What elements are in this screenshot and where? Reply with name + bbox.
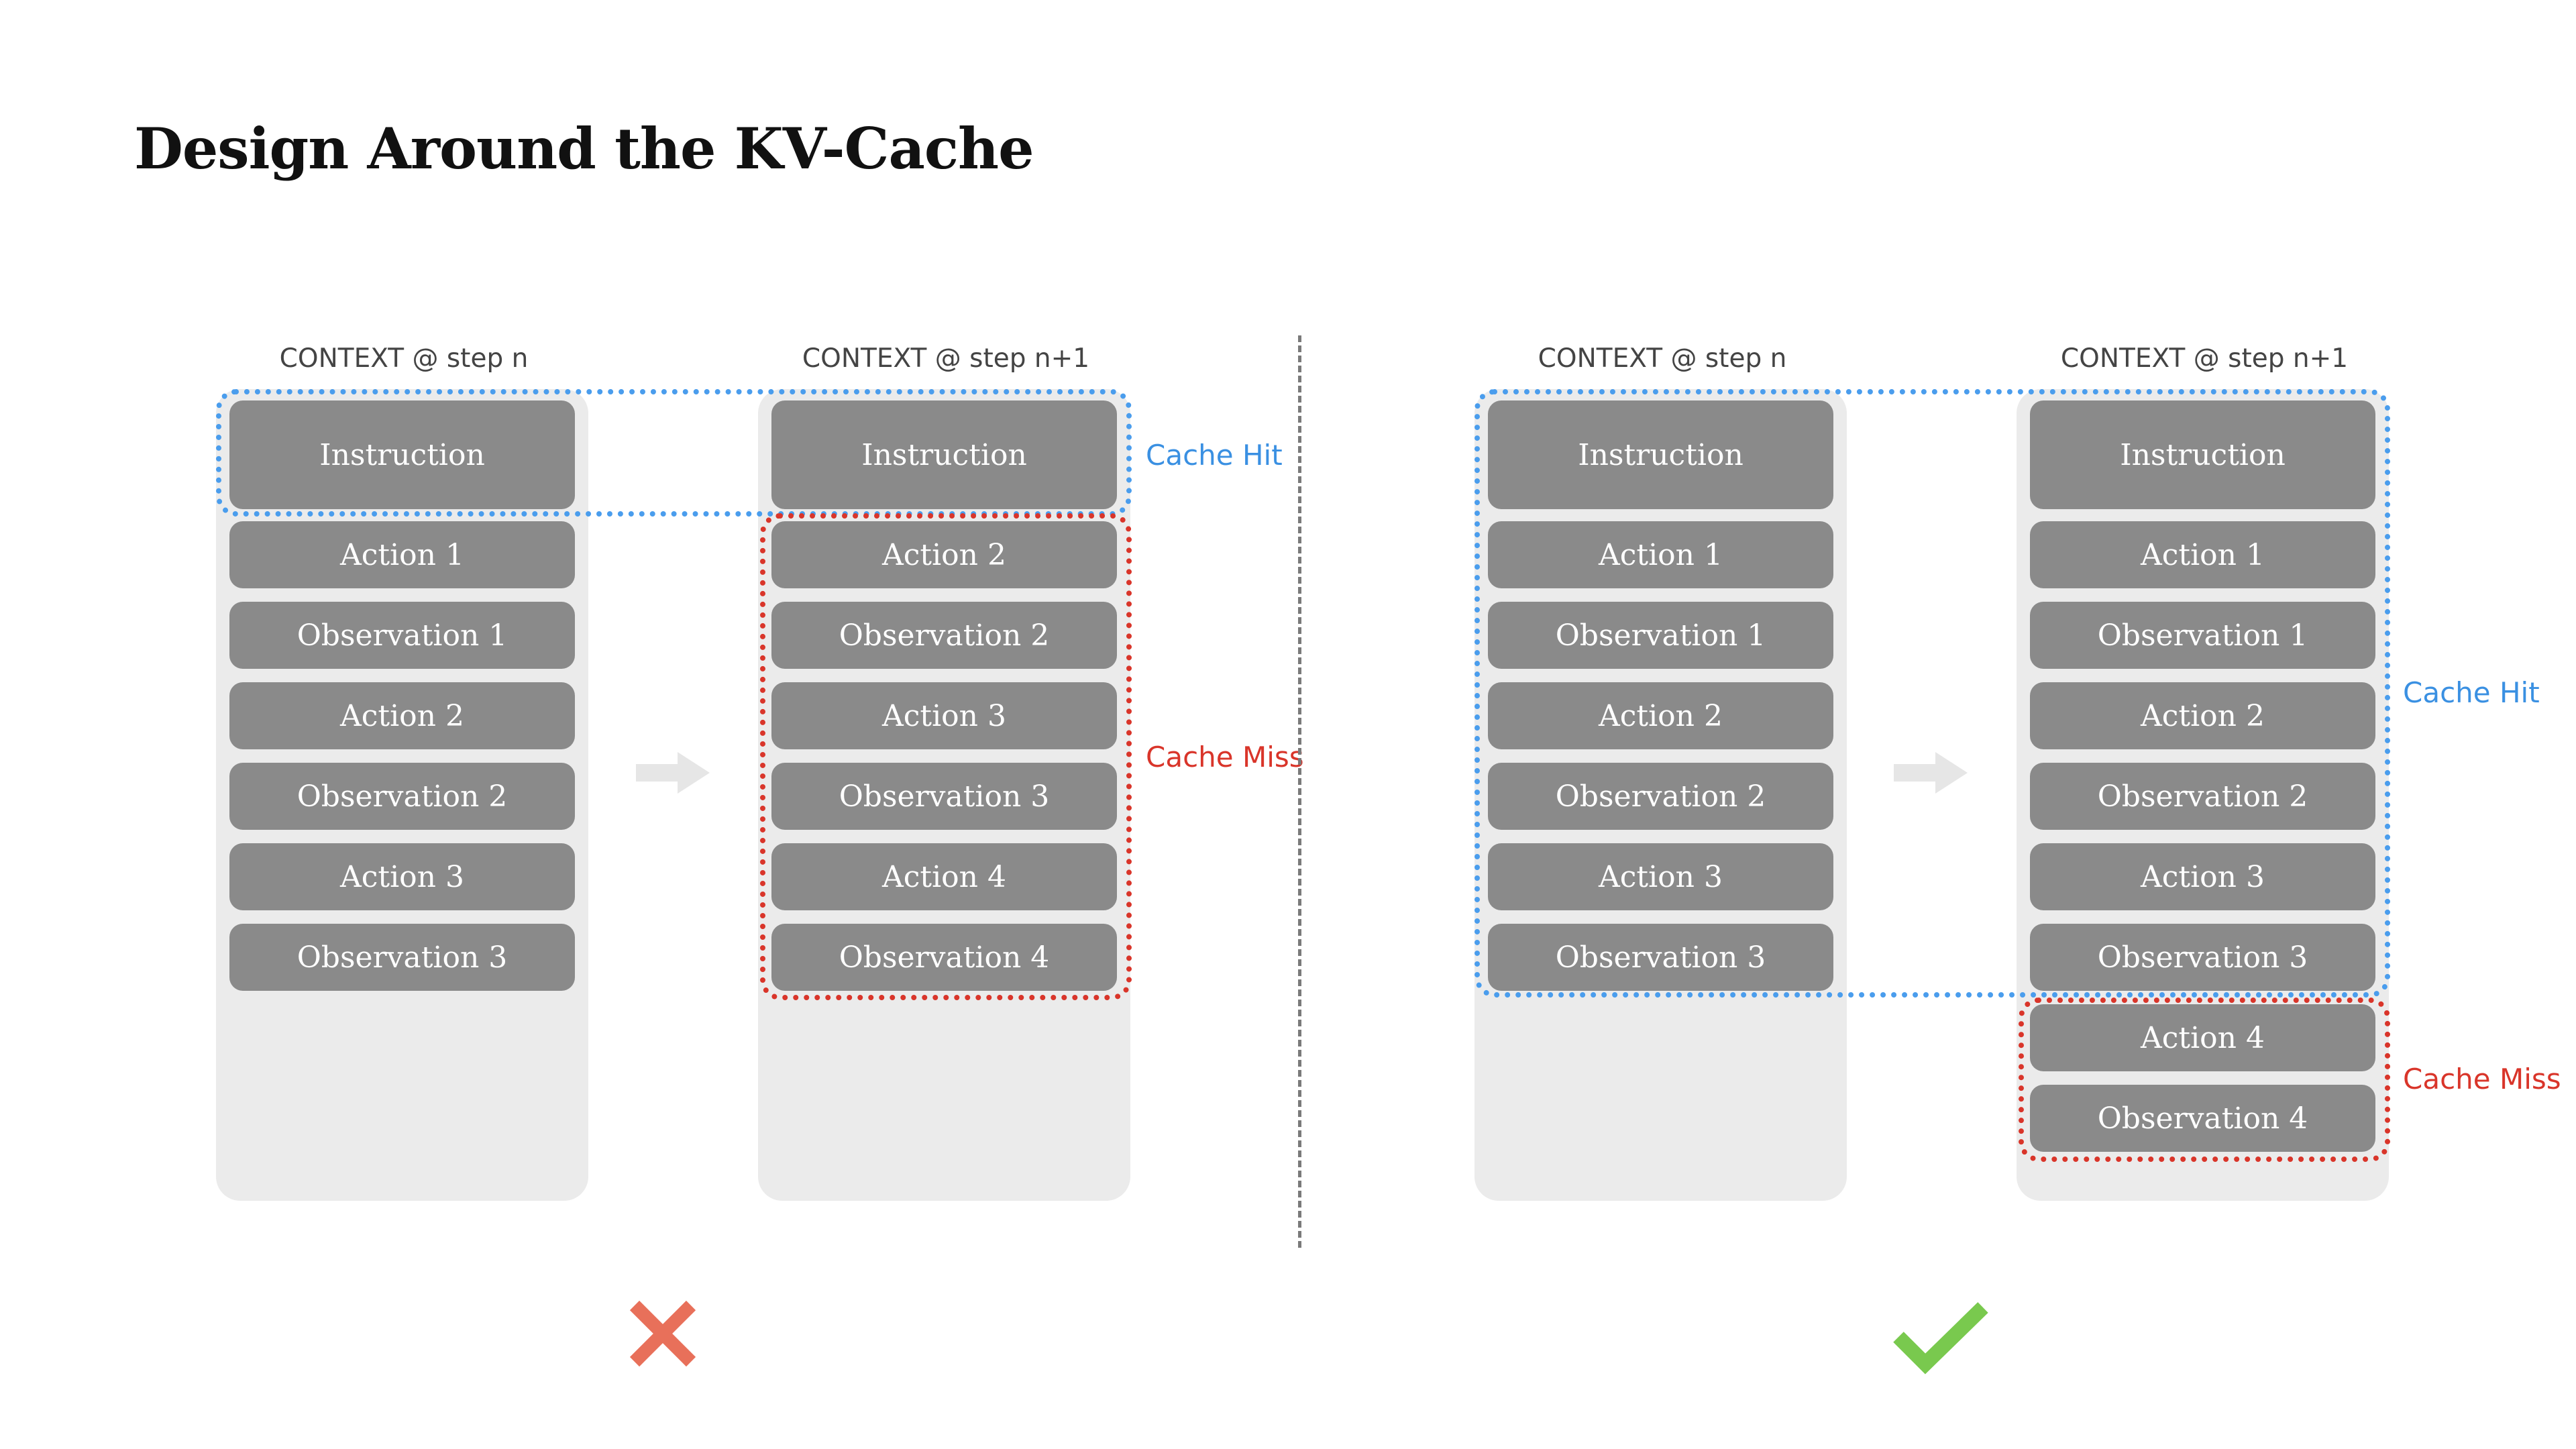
context-column-step-n: Instruction Action 1 Observation 1 Actio… <box>216 389 588 1201</box>
cache-hit-label: Cache Hit <box>2403 676 2540 709</box>
page-title: Design Around the KV-Cache <box>134 115 1034 182</box>
cache-miss-region <box>760 513 1132 1000</box>
context-column-step-n: Instruction Action 1 Observation 1 Actio… <box>1474 389 1847 1201</box>
block-action: Action 3 <box>771 682 1117 749</box>
block-observation: Observation 1 <box>1488 602 1833 669</box>
block-action: Action 2 <box>229 682 575 749</box>
block-observation: Observation 2 <box>2030 763 2375 830</box>
block-observation: Observation 3 <box>229 924 575 991</box>
block-action: Action 3 <box>229 843 575 910</box>
block-instruction: Instruction <box>2030 400 2375 509</box>
context-label-step-n1: CONTEXT @ step n+1 <box>2060 343 2349 374</box>
block-action: Action 4 <box>2030 1004 2375 1071</box>
cross-icon <box>629 1300 696 1367</box>
block-action: Action 1 <box>1488 521 1833 588</box>
arrow-right-icon <box>1894 752 1968 794</box>
context-column-step-n1: Instruction Action 1 Observation 1 Actio… <box>2017 389 2389 1201</box>
cache-hit-label: Cache Hit <box>1146 439 1283 472</box>
block-action: Action 1 <box>2030 521 2375 588</box>
block-observation: Observation 3 <box>2030 924 2375 991</box>
panel-divider <box>1298 335 1301 1248</box>
cache-miss-region <box>2019 998 2390 1162</box>
context-label-step-n: CONTEXT @ step n <box>279 343 529 374</box>
cache-hit-region <box>216 389 1132 517</box>
block-action: Action 1 <box>229 521 575 588</box>
block-action: Action 3 <box>2030 843 2375 910</box>
check-icon <box>1893 1302 1988 1375</box>
block-observation: Observation 1 <box>229 602 575 669</box>
block-observation: Observation 3 <box>1488 924 1833 991</box>
arrow-right-icon <box>636 752 710 794</box>
cache-miss-label: Cache Miss <box>2403 1063 2561 1095</box>
block-observation: Observation 2 <box>229 763 575 830</box>
block-action: Action 2 <box>1488 682 1833 749</box>
cache-miss-label: Cache Miss <box>1146 741 1304 773</box>
block-observation: Observation 4 <box>2030 1085 2375 1152</box>
context-label-step-n1: CONTEXT @ step n+1 <box>802 343 1090 374</box>
context-label-step-n: CONTEXT @ step n <box>1538 343 1787 374</box>
cache-hit-region <box>1474 389 2390 998</box>
block-observation: Observation 2 <box>1488 763 1833 830</box>
block-observation: Observation 4 <box>771 924 1117 991</box>
block-observation: Observation 2 <box>771 602 1117 669</box>
block-observation: Observation 1 <box>2030 602 2375 669</box>
block-action: Action 2 <box>2030 682 2375 749</box>
block-action: Action 4 <box>771 843 1117 910</box>
context-column-step-n1: Instruction Action 2 Observation 2 Actio… <box>758 389 1130 1201</box>
block-instruction: Instruction <box>229 400 575 509</box>
block-action: Action 3 <box>1488 843 1833 910</box>
block-instruction: Instruction <box>1488 400 1833 509</box>
block-instruction: Instruction <box>771 400 1117 509</box>
block-observation: Observation 3 <box>771 763 1117 830</box>
block-action: Action 2 <box>771 521 1117 588</box>
